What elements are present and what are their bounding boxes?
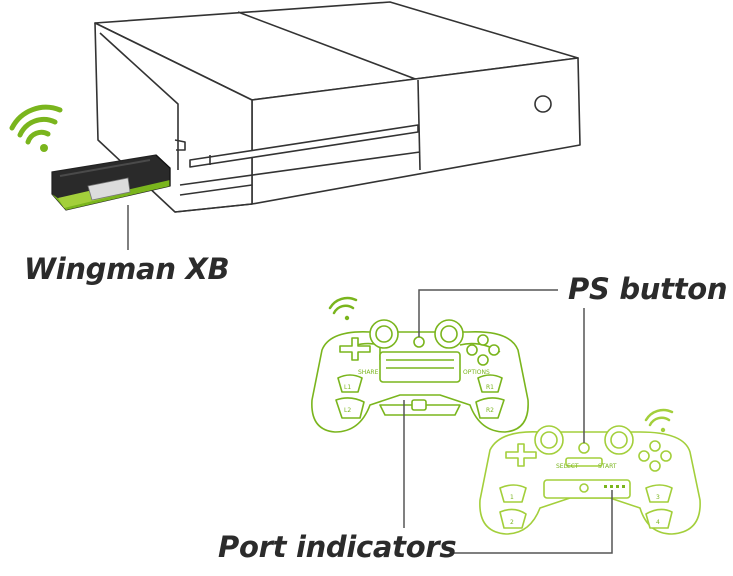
port-indicator-leds xyxy=(604,485,625,488)
controller-r1-mark: R1 xyxy=(486,384,494,391)
port-indicator-leader-line xyxy=(454,490,613,554)
leader-lines xyxy=(403,289,613,554)
game-console xyxy=(94,1,581,213)
controller-options-mark: OPTIONS xyxy=(463,369,490,376)
controller-r2-mark: R2 xyxy=(486,407,494,414)
port-indicator-2: 2 xyxy=(510,519,514,526)
wifi-icon xyxy=(644,408,674,433)
dongle-label: Wingman XB xyxy=(24,252,230,286)
ps-button-leader-line xyxy=(418,289,558,337)
controller-ps3 xyxy=(479,425,701,535)
wingman-xb-dongle xyxy=(51,154,171,211)
controller-start-mark: START xyxy=(598,463,617,470)
controller-l1-mark: L1 xyxy=(344,384,351,391)
console-power-icon xyxy=(534,95,552,113)
ps-button-label: PS button xyxy=(568,272,728,306)
port-indicators-label: Port indicators xyxy=(218,530,457,564)
port-indicator-1: 1 xyxy=(510,494,514,501)
controller-select-mark: SELECT xyxy=(556,463,579,470)
wifi-icon xyxy=(9,104,63,152)
controller-l2-mark: L2 xyxy=(344,407,351,414)
controller-share-mark: SHARE xyxy=(358,369,379,376)
wifi-icon xyxy=(328,296,358,321)
port-indicator-3: 3 xyxy=(656,494,660,501)
port-indicator-4: 4 xyxy=(656,519,660,526)
controller-ps4 xyxy=(311,319,529,433)
